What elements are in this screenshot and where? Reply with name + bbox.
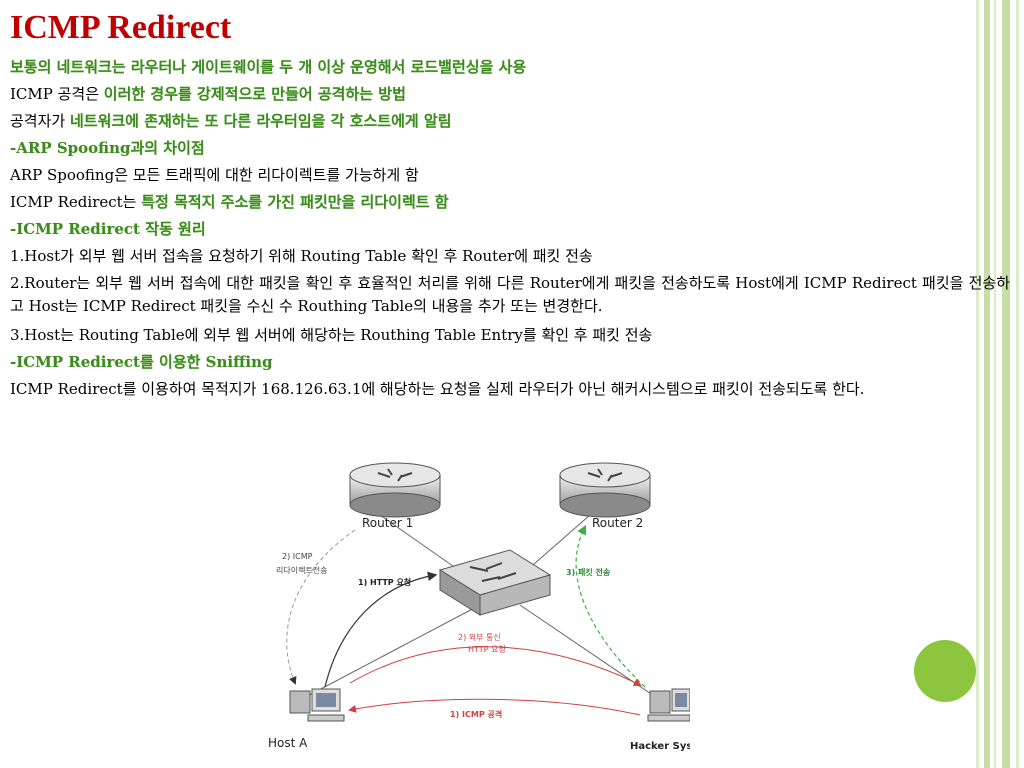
text-line-3: 공격자가 네트워크에 존재하는 또 다른 라우터임을 각 호스트에게 알림 xyxy=(10,112,452,130)
text-line-2: ICMP 공격은 이러한 경우를 강제적으로 만들어 공격하는 방법 xyxy=(10,85,406,103)
step-1: 1.Host가 외부 웹 서버 접속을 요청하기 위해 Routing Tabl… xyxy=(10,247,593,265)
heading-arp-difference: -ARP Spoofing과의 차이점 xyxy=(10,139,205,157)
label-external-2: HTTP 요청 xyxy=(468,645,506,654)
label-icmp-redirect-2: 리다이렉트전송 xyxy=(276,565,328,575)
heading-sniffing: -ICMP Redirect를 이용한 Sniffing xyxy=(10,353,273,371)
router-2-icon xyxy=(559,462,651,518)
text-line-1: 보통의 네트워크는 라우터나 게이트웨이를 두 개 이상 운영해서 로드밸런싱을… xyxy=(10,58,527,76)
host-a-icon xyxy=(289,688,345,722)
router-1-label: Router 1 xyxy=(362,516,413,530)
label-http-request: 1) HTTP 요청 xyxy=(358,577,411,587)
switch-icon xyxy=(438,549,552,616)
arp-line: ARP Spoofing은 모든 트래픽에 대한 리다이렉트를 가능하게 함 xyxy=(10,166,419,184)
hacker-system-icon xyxy=(647,688,690,722)
hacker-system-label: Hacker System xyxy=(630,741,690,752)
network-diagram: Router 1 Router 2 Host A Hacker System xyxy=(268,462,690,752)
host-a-label: Host A xyxy=(268,736,308,750)
label-packet-forward: 3) 패킷 전송 xyxy=(566,567,611,577)
step-2: 2.Router는 외부 웹 서버 접속에 대한 패킷을 확인 후 효율적인 처… xyxy=(10,274,1010,315)
heading-principle: -ICMP Redirect 작동 원리 xyxy=(10,220,206,238)
router-2-label: Router 2 xyxy=(592,516,643,530)
label-icmp-attack: 1) ICMP 공격 xyxy=(450,709,502,719)
sniffing-text: ICMP Redirect를 이용하여 목적지가 168.126.63.1에 해… xyxy=(10,380,865,398)
slide-content: ICMP Redirect 보통의 네트워크는 라우터나 게이트웨이를 두 개 … xyxy=(10,8,1010,405)
router-1-icon xyxy=(349,462,441,518)
decorative-border xyxy=(976,0,1024,768)
decorative-circle xyxy=(914,640,976,702)
step-3: 3.Host는 Routing Table에 외부 웹 서버에 해당하는 Rou… xyxy=(10,326,653,344)
slide-title: ICMP Redirect xyxy=(10,9,232,46)
label-icmp-redirect-1: 2) ICMP xyxy=(282,552,313,561)
label-external-1: 2) 외부 통신 xyxy=(458,632,501,642)
icmp-line: ICMP Redirect는 특정 목적지 주소를 가진 패킷만을 리다이렉트 … xyxy=(10,193,449,211)
